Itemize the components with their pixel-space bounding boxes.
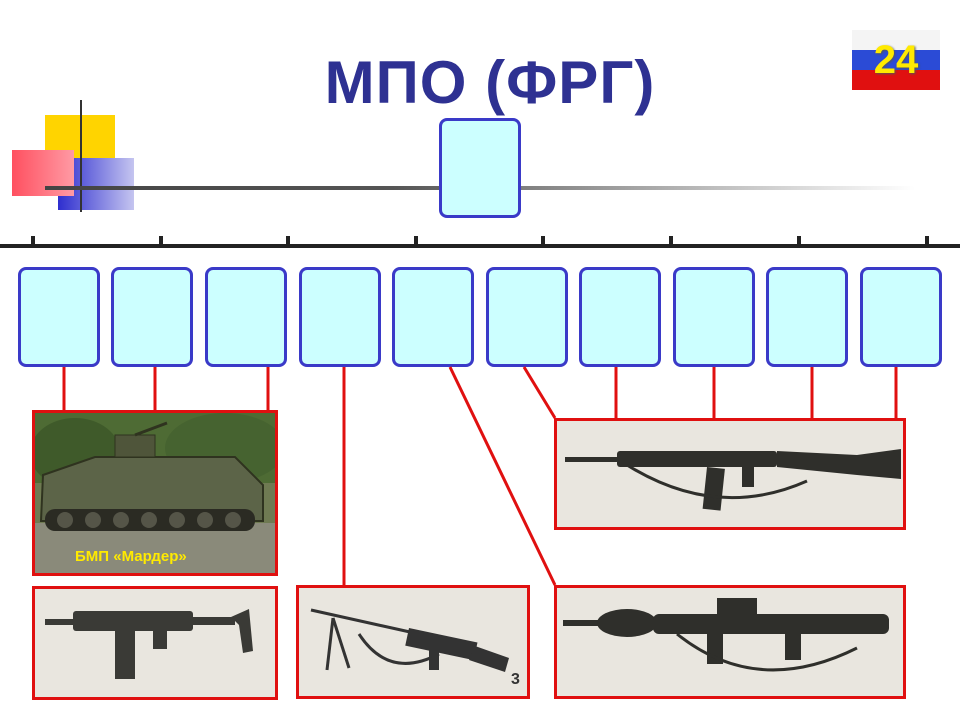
timeline-tick [541,236,545,246]
mg3-label: 3 [511,671,520,688]
armored-vehicle-icon [35,413,275,573]
row-box-2[interactable] [111,267,193,367]
flag-stripe-white [852,30,940,50]
row-box-8[interactable] [673,267,755,367]
machine-gun-icon: 3 [310,608,520,688]
row-box-5[interactable] [392,267,474,367]
connector-line [522,366,557,419]
page-title: МПО (ФРГ) [324,49,656,116]
timeline-tick [31,236,35,246]
russian-flag-icon [852,30,940,90]
timeline-tick [797,236,801,246]
timeline-tick [669,236,673,246]
timeline-tick [925,236,929,246]
row-box-4[interactable] [299,267,381,367]
slide-number: 24 [873,38,919,82]
uzi-photo[interactable] [32,586,278,700]
decor-vertical-line [80,100,82,212]
row-box-7[interactable] [579,267,661,367]
row-box-3[interactable] [205,267,287,367]
timeline-bar [0,244,960,248]
connector-line [448,366,557,586]
mg3-photo[interactable]: 3 [296,585,530,699]
row-box-10[interactable] [860,267,942,367]
submachine-gun-icon [45,609,253,679]
grenade-launcher-icon [563,598,889,672]
g3-photo[interactable] [554,418,906,530]
marder-photo[interactable]: БМП «Мардер» [32,410,278,576]
flag-stripe-blue [852,50,940,70]
rifle-icon [565,449,901,511]
flag-stripe-red [852,70,940,90]
row-box-9[interactable] [766,267,848,367]
timeline-tick [286,236,290,246]
timeline-tick [414,236,418,246]
top-box[interactable] [439,118,521,218]
row-box-1[interactable] [18,267,100,367]
marder-caption: БМП «Мардер» [75,548,187,565]
row-box-6[interactable] [486,267,568,367]
rpg-photo[interactable] [554,585,906,699]
timeline-tick [159,236,163,246]
